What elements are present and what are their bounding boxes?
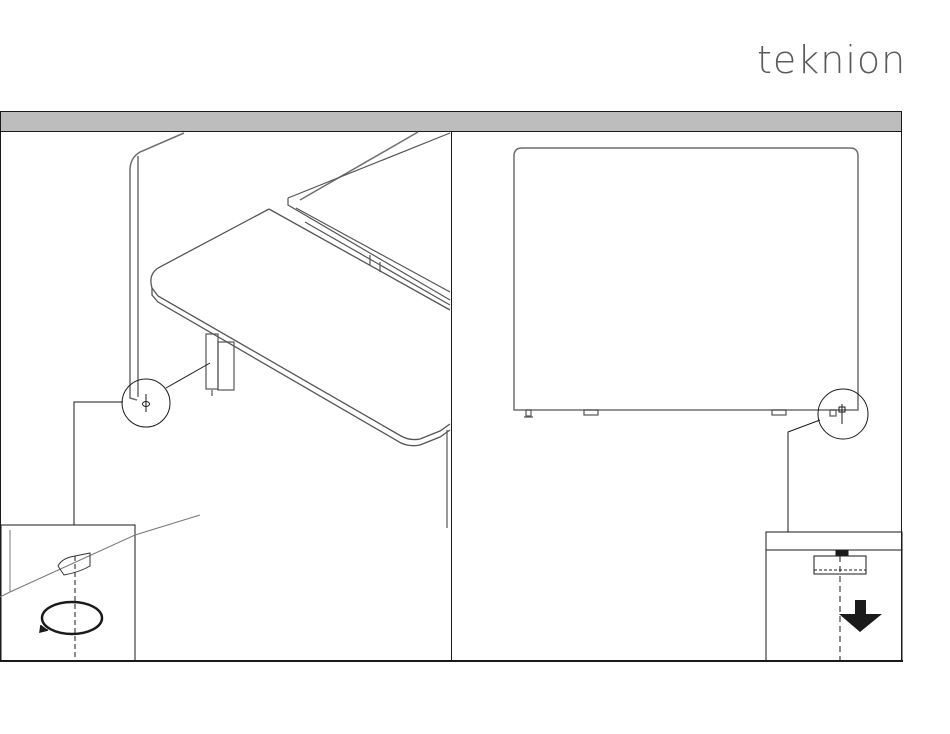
down-arrow-icon [839,600,882,632]
detail-inset [0,515,200,661]
screen-panel-illustration [514,148,858,410]
detail-inset [766,532,902,661]
rotate-arrow-icon [40,602,102,634]
desk-top-illustration [151,209,450,446]
privacy-screen-illustration [130,132,418,400]
back-desk-illustration [288,133,450,305]
desk-legs-illustration [206,334,447,528]
panel-feet-illustration [524,410,836,417]
right-panel [514,148,902,661]
left-panel [0,132,450,661]
detail-callout-circle [74,363,210,525]
